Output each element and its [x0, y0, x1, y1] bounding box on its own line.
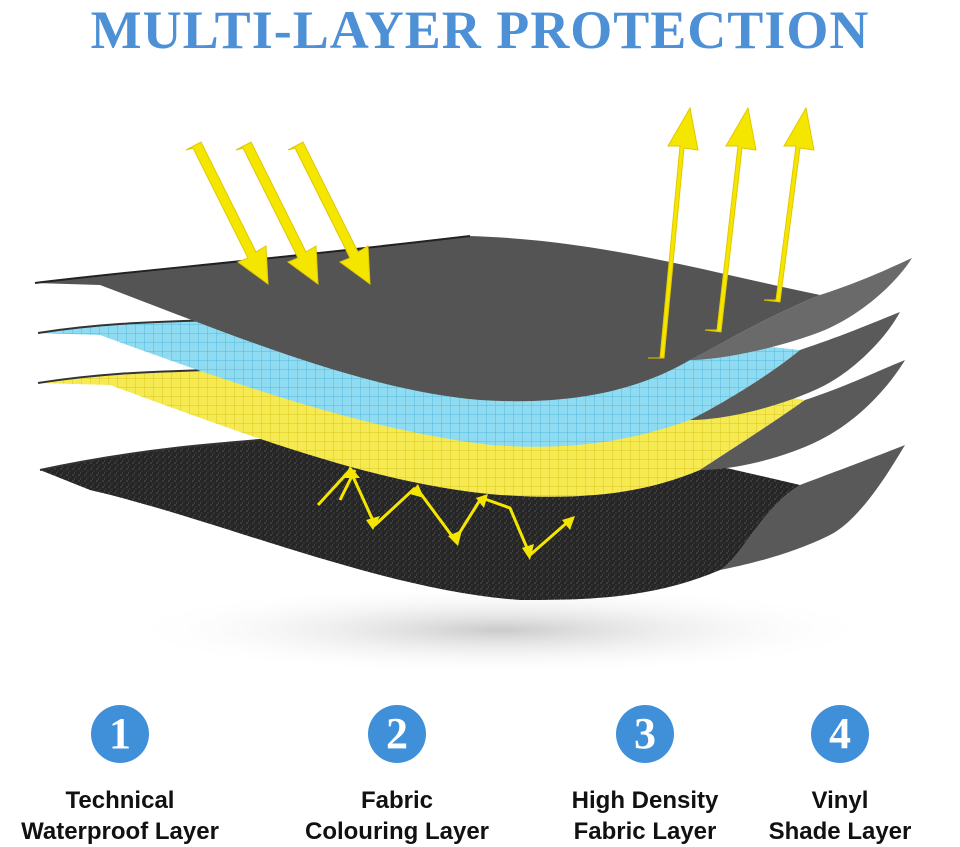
feature-label: Technical Waterproof Layer [0, 785, 240, 847]
feature-label: High Density Fabric Layer [525, 785, 765, 847]
arrowhead-icon [410, 484, 424, 498]
feature-label: Vinyl Shade Layer [720, 785, 960, 847]
reflected-arrow-icon [704, 106, 757, 333]
feature-line-2: Colouring Layer [304, 818, 490, 845]
arrowhead-icon [448, 530, 462, 546]
feature-line-2: Waterproof Layer [21, 818, 219, 845]
feature-label: Fabric Colouring Layer [277, 785, 517, 847]
feature-line-2: Fabric Layer [573, 818, 717, 845]
feature-line-2: Shade Layer [768, 818, 912, 845]
arrowhead-icon [344, 466, 360, 478]
zigzag-arrow-icon [481, 496, 571, 557]
feature-item-1: 1 Technical Waterproof Layer [0, 705, 240, 847]
feature-line-1: Technical [65, 787, 175, 814]
arrowhead-icon [476, 494, 488, 508]
number-badge-3-icon: 3 [616, 705, 674, 763]
incoming-arrow-icon [185, 141, 269, 286]
reflected-arrows [648, 106, 815, 359]
feature-item-4: 4 Vinyl Shade Layer [720, 705, 960, 847]
arrowhead-icon [562, 516, 575, 530]
page-title: MULTI-LAYER PROTECTION [90, 0, 870, 60]
layered-fabric-illustration [34, 106, 912, 675]
incoming-arrow-icon [235, 141, 319, 286]
incoming-sun-arrows [185, 141, 371, 286]
number-badge-1-icon: 1 [91, 705, 149, 763]
feature-item-2: 2 Fabric Colouring Layer [277, 705, 517, 847]
reflected-arrow-icon [763, 106, 815, 303]
number-badge-4-icon: 4 [811, 705, 869, 763]
feature-line-1: Fabric [360, 787, 434, 814]
zigzag-arrow-icon [316, 468, 417, 527]
reflected-arrow-icon [648, 106, 699, 359]
feature-line-1: Vinyl [811, 787, 869, 814]
incoming-arrow-icon [287, 141, 371, 286]
feature-line-1: High Density [571, 787, 719, 814]
arrowhead-icon [522, 544, 534, 560]
feature-item-3: 3 High Density Fabric Layer [525, 705, 765, 847]
arrowhead-icon [366, 516, 380, 530]
number-badge-2-icon: 2 [368, 705, 426, 763]
technical-waterproof-layer-shape [34, 235, 912, 402]
drop-shadow [120, 585, 880, 675]
